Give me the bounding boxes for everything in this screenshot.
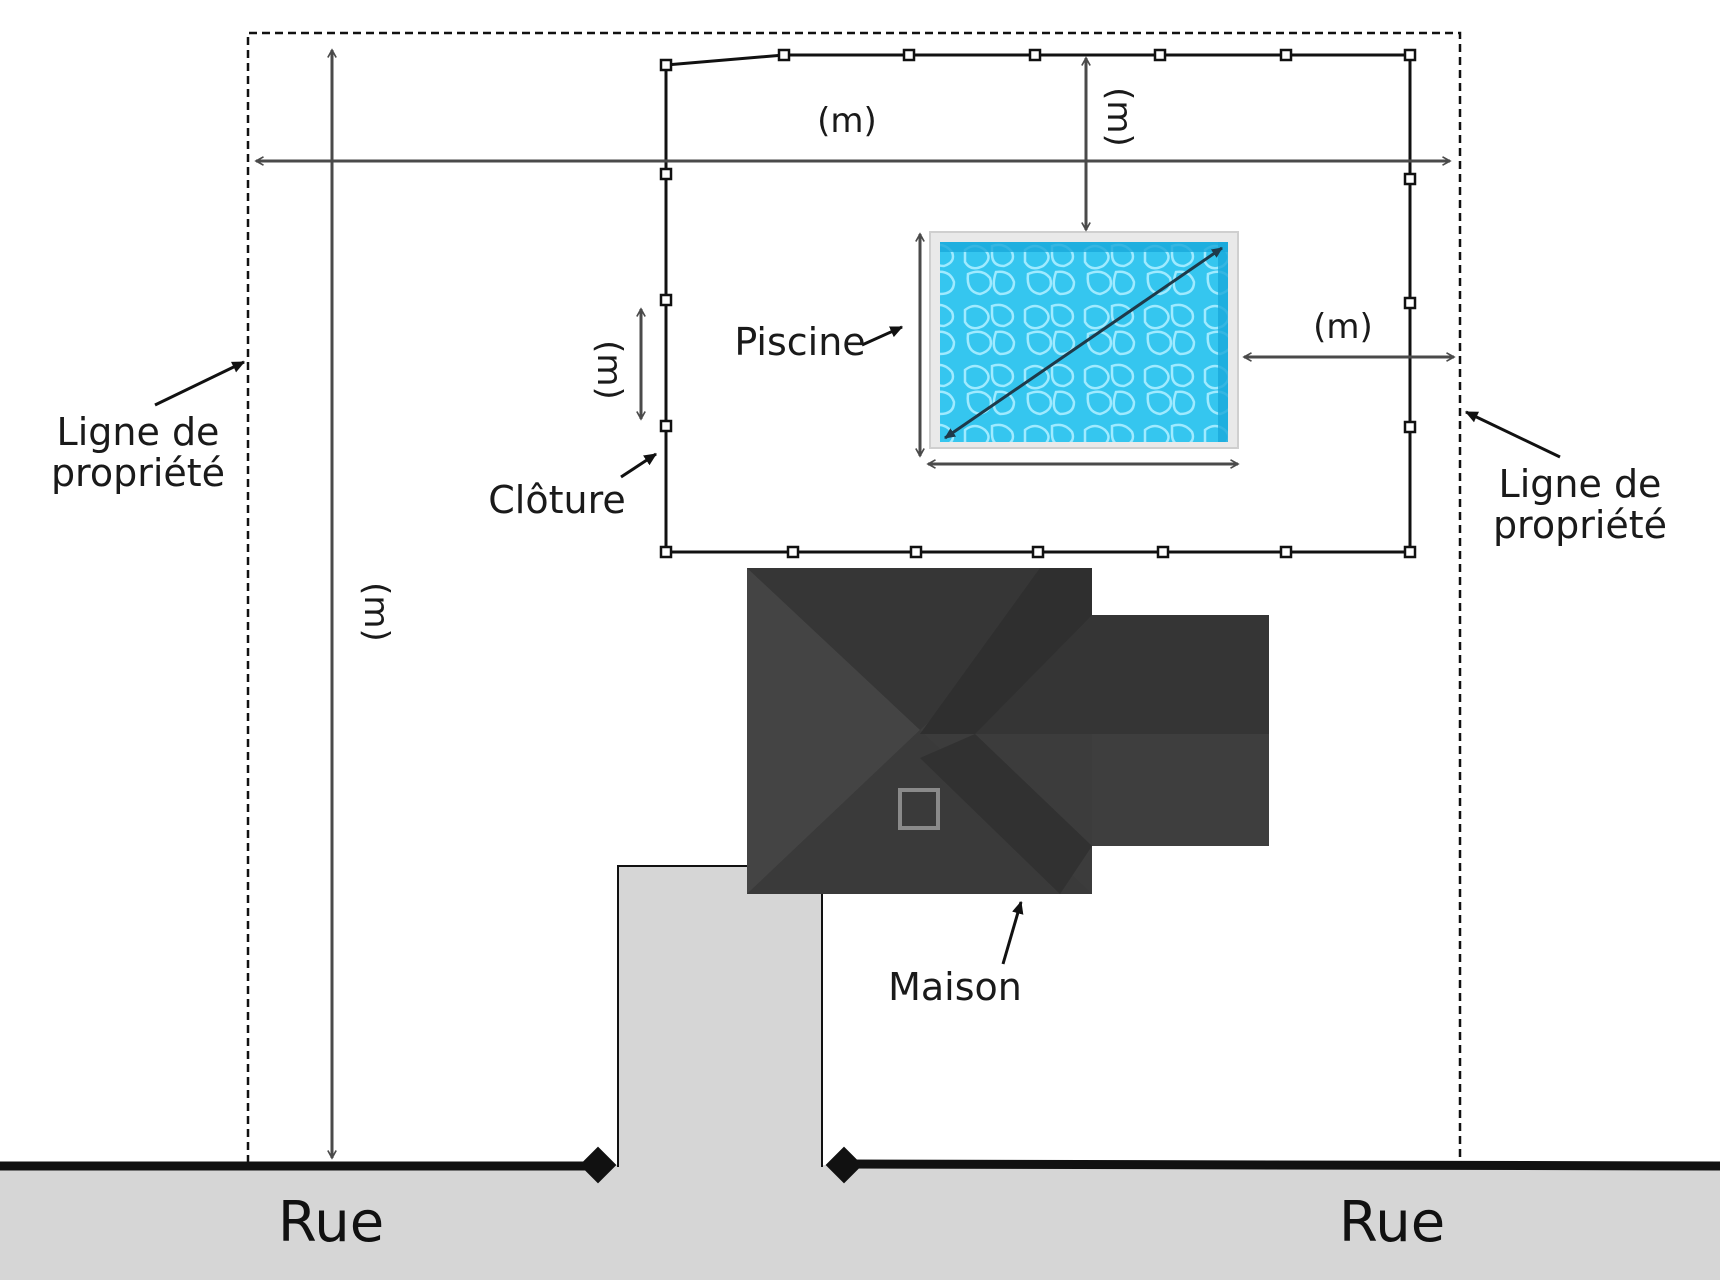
- fence-pointer: [620, 452, 657, 479]
- pool-diagonal-dimension: [944, 246, 1223, 440]
- fence-post: [1403, 172, 1417, 186]
- lot-width-label: (m): [817, 101, 877, 141]
- property-line-right-label-1: Ligne de: [1499, 462, 1662, 506]
- fence-post-spacing-label: (m): [589, 340, 629, 400]
- property-line-left-label-2: propriété: [51, 451, 225, 495]
- house-pointer: [1001, 900, 1024, 965]
- driveway-post-left: [579, 1146, 617, 1184]
- fence-post: [777, 48, 791, 62]
- fence-post: [1156, 545, 1170, 559]
- fence-post: [1279, 545, 1293, 559]
- fence-post: [1031, 545, 1045, 559]
- fence-post: [902, 48, 916, 62]
- fence-post: [659, 545, 673, 559]
- lot-depth-label: (m): [356, 582, 396, 642]
- property-line-left-pointer: [154, 360, 246, 407]
- street: [0, 1165, 1720, 1280]
- driveway: [617, 865, 823, 1167]
- fence-post: [659, 167, 673, 181]
- fence-post: [659, 293, 673, 307]
- property-line-right-pointer: [1464, 410, 1561, 459]
- fence-post: [1403, 420, 1417, 434]
- pool-pointer: [861, 325, 904, 347]
- pool-label: Piscine: [734, 320, 865, 364]
- fence-label: Clôture: [488, 478, 626, 522]
- house-roof: [747, 568, 1269, 894]
- fence-post: [1403, 545, 1417, 559]
- fence-post: [1403, 48, 1417, 62]
- house-label: Maison: [888, 965, 1022, 1009]
- chimney: [898, 788, 940, 830]
- driveway-post-right: [825, 1146, 863, 1184]
- fence-post: [909, 545, 923, 559]
- fence-post: [1279, 48, 1293, 62]
- fence-to-pool-label: (m): [1099, 87, 1139, 147]
- street-label-left: Rue: [278, 1190, 384, 1255]
- fence-post: [659, 419, 673, 433]
- fence-post: [786, 545, 800, 559]
- street-edge-right: [843, 1159, 1720, 1171]
- pool-to-property-label: (m): [1313, 307, 1373, 347]
- pool: [929, 231, 1239, 449]
- property-line-left-label-1: Ligne de: [57, 410, 220, 454]
- street-label-right: Rue: [1339, 1190, 1445, 1255]
- fence-post: [1403, 296, 1417, 310]
- fence-posts: [659, 48, 1417, 559]
- property-line-right-label-2: propriété: [1493, 503, 1667, 547]
- fence-post: [1153, 48, 1167, 62]
- fence-post: [1028, 48, 1042, 62]
- property-line: [246, 31, 1462, 1163]
- fence-post: [659, 58, 673, 72]
